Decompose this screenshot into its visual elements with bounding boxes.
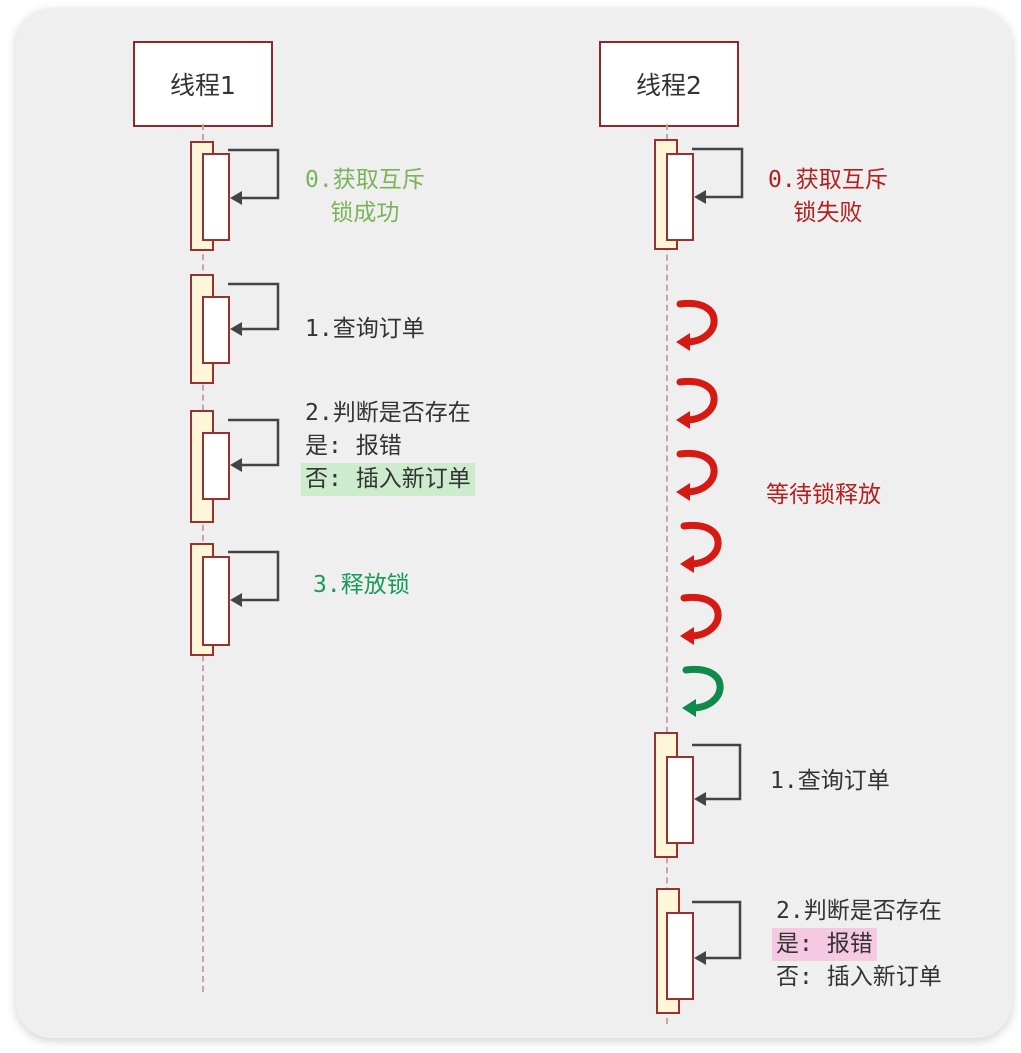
thread1-step3-label: 3.释放锁 — [313, 572, 410, 598]
thread2-step2-label: 2.判断是否存在 是: 报错 否: 插入新订单 — [772, 895, 942, 994]
thread2-activation-2-inner — [666, 912, 694, 1000]
thread1-step1-label: 1.查询订单 — [305, 316, 425, 342]
thread1-self-arrow-2 — [228, 418, 280, 472]
wait-arrow-5 — [680, 593, 722, 645]
thread1-step2-line3: 否: 插入新订单 — [301, 463, 475, 496]
thread2-lifeline — [666, 124, 668, 1024]
thread2-header: 线程2 — [599, 41, 739, 127]
thread1-step0-line2: 锁成功 — [330, 200, 400, 226]
thread2-step2-line2: 是: 报错 — [772, 928, 877, 961]
thread1-step0-line1: 0.获取互斥 — [305, 167, 425, 193]
thread1-header: 线程1 — [133, 41, 273, 127]
thread1-activation-0-inner — [202, 153, 230, 241]
thread2-step0-label: 0.获取互斥 锁失败 — [768, 164, 888, 230]
thread2-activation-1-inner — [666, 756, 694, 844]
thread2-self-arrow-1 — [692, 743, 742, 806]
wait-arrow-4 — [680, 521, 722, 573]
thread2-step2-line3: 否: 插入新订单 — [776, 964, 942, 990]
thread2-step0-line1: 0.获取互斥 — [768, 167, 888, 193]
thread2-self-arrow-2 — [692, 900, 742, 965]
wait-arrow-1 — [676, 299, 718, 351]
thread2-self-arrow-0 — [692, 147, 744, 204]
thread2-step1-label: 1.查询订单 — [770, 768, 890, 794]
thread1-title: 线程1 — [170, 71, 236, 100]
wait-arrow-release — [682, 665, 724, 717]
thread2-step2-line1: 2.判断是否存在 — [776, 898, 942, 924]
thread2-step0-line2: 锁失败 — [793, 200, 863, 226]
thread1-self-arrow-3 — [228, 550, 280, 607]
thread1-step0-label: 0.获取互斥 锁成功 — [305, 164, 425, 230]
thread1-self-arrow-0 — [228, 148, 280, 205]
thread1-step2-line1: 2.判断是否存在 — [305, 400, 471, 426]
thread2-wait-label: 等待锁释放 — [766, 482, 881, 508]
thread1-step2-label: 2.判断是否存在 是: 报错 否: 插入新订单 — [301, 397, 475, 496]
thread1-activation-2-inner — [202, 432, 230, 500]
wait-arrow-2 — [676, 377, 718, 429]
thread1-activation-1-inner — [202, 296, 230, 364]
thread1-step2-line2: 是: 报错 — [305, 433, 402, 459]
thread2-activation-0-inner — [666, 153, 694, 241]
wait-arrow-3 — [676, 449, 718, 501]
thread1-activation-3-inner — [202, 556, 230, 646]
diagram-card — [16, 8, 1012, 1038]
thread2-title: 线程2 — [636, 71, 702, 100]
thread1-self-arrow-1 — [228, 282, 280, 336]
